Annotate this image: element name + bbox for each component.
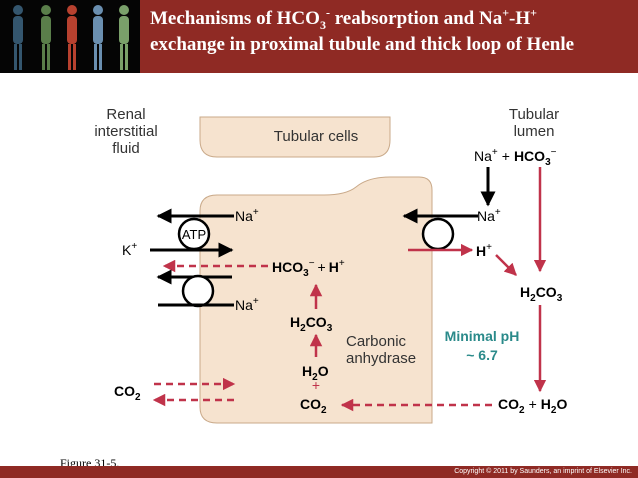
svg-text:Minimal pH: Minimal pH <box>445 328 520 344</box>
carbonic-anhydrase-label: Carbonic anhydrase <box>346 333 416 367</box>
h-right-label: H+ <box>476 242 492 259</box>
lumen-co2-h2o-label: CO2+H2O <box>498 396 567 416</box>
svg-text:fluid: fluid <box>112 140 140 157</box>
svg-text:interstitial: interstitial <box>94 123 157 140</box>
minimal-ph-note: Minimal pH ~ 6.7 <box>445 328 520 363</box>
svg-text:Tubular: Tubular <box>509 106 559 123</box>
svg-text:lumen: lumen <box>514 123 555 140</box>
na-left-bottom-label: Na+ <box>235 296 259 313</box>
na-left-top-label: Na+ <box>235 207 259 224</box>
slide-header: Mechanisms of HCO3- reabsorption and Na+… <box>0 0 638 73</box>
svg-text:Renal: Renal <box>106 106 145 123</box>
svg-text:Na++HCO3−: Na++HCO3− <box>474 147 557 168</box>
cell-co2-label: CO2 <box>300 396 327 416</box>
figure-diagram: Renal interstitial fluid Tubular cells T… <box>84 95 596 447</box>
k-label: K+ <box>122 241 137 258</box>
atp-label: ATP <box>182 227 206 242</box>
cell-h2o-label: H2O <box>302 363 329 383</box>
svg-text:~ 6.7: ~ 6.7 <box>466 347 498 363</box>
slide-footer: Copyright © 2011 by Saunders, an imprint… <box>0 466 638 478</box>
svg-text:anhydrase: anhydrase <box>346 350 416 367</box>
slide-title: Mechanisms of HCO3- reabsorption and Na+… <box>150 5 575 55</box>
copyright-text: Copyright © 2011 by Saunders, an imprint… <box>454 468 632 475</box>
na-h-exchanger <box>421 217 455 251</box>
renal-interstitial-fluid-label: Renal interstitial fluid <box>94 106 157 157</box>
cell-h2co3-label: H2CO3 <box>290 314 333 334</box>
na-right-label: Na+ <box>477 207 501 224</box>
lumen-na-hco3-label: Na++HCO3− <box>474 147 557 168</box>
cell-hco3-h-label: HCO3−+H+ <box>272 258 345 279</box>
lumen-h2co3-label: H2CO3 <box>520 284 563 304</box>
upper-cell <box>199 116 391 158</box>
basolateral-transporter <box>181 274 215 308</box>
h-to-h2co3-arrow <box>495 254 517 276</box>
cell-plus-label: + <box>312 377 320 393</box>
tubular-lumen-label: Tubular lumen <box>509 106 559 140</box>
tubular-cells-label: Tubular cells <box>274 128 358 145</box>
svg-text:Carbonic: Carbonic <box>346 333 407 350</box>
anatomy-thumbnail <box>0 0 140 73</box>
left-co2-label: CO2 <box>114 383 141 403</box>
